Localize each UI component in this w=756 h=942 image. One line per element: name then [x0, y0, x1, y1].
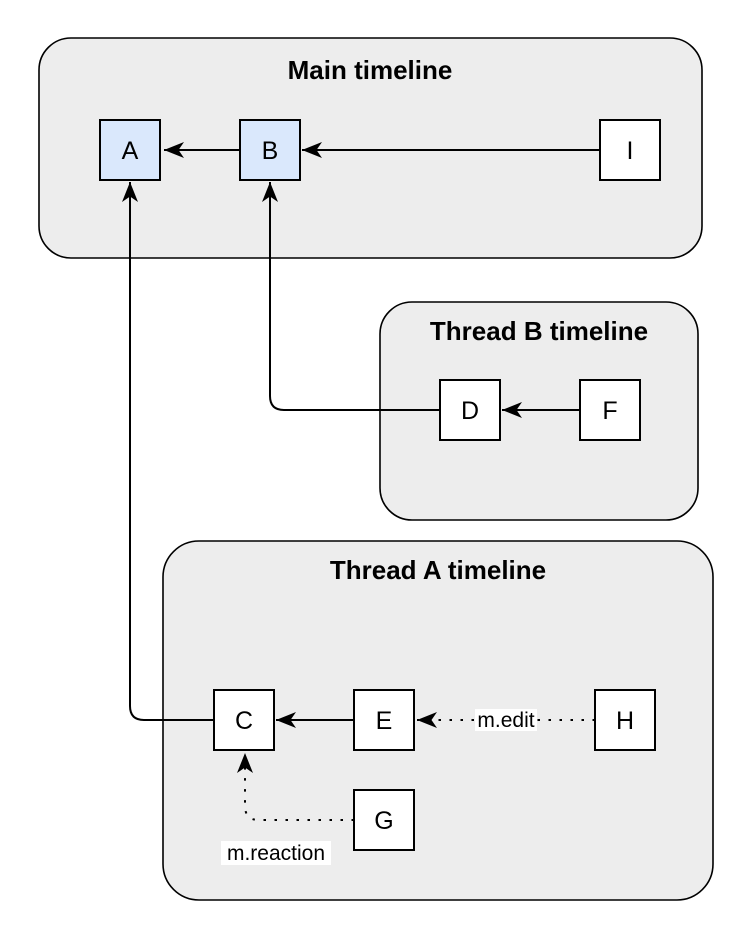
event-node-E: E: [353, 689, 415, 751]
event-node-G-label: G: [374, 807, 393, 835]
main-timeline-title: Main timeline: [288, 55, 453, 85]
event-node-D-label: D: [461, 397, 479, 425]
event-node-F: F: [579, 379, 641, 441]
edge-label-m-reaction: m.reaction: [221, 841, 331, 865]
edge-label-m-edit: m.edit: [475, 709, 537, 732]
event-node-H-label: H: [616, 707, 634, 735]
event-node-B-box: [239, 119, 301, 181]
event-node-I: I: [599, 119, 661, 181]
edge-label-m-reaction-bg: [221, 841, 331, 865]
event-node-B-label: B: [262, 137, 279, 165]
edge-C-to-A: [122, 182, 214, 721]
event-node-D: D: [439, 379, 501, 441]
edge-label-m-edit-bg: [475, 709, 537, 731]
event-node-I-label: I: [627, 137, 634, 165]
event-node-H: H: [594, 689, 656, 751]
event-node-F-box: [579, 379, 641, 441]
event-node-C-label: C: [235, 707, 253, 735]
main-timeline-container: Main timeline: [38, 37, 703, 259]
edge-label-m-reaction-text: m.reaction: [227, 842, 325, 865]
event-node-E-box: [353, 689, 415, 751]
event-node-C: C: [213, 689, 275, 751]
thread-b-timeline-title: Thread B timeline: [430, 316, 648, 346]
thread-a-timeline-title: Thread A timeline: [330, 555, 546, 585]
event-node-E-label: E: [376, 707, 393, 735]
edge-label-m-edit-text: m.edit: [477, 709, 534, 732]
edge-D-to-B: [262, 182, 440, 411]
event-node-B: B: [239, 119, 301, 181]
event-node-A-box: [99, 119, 161, 181]
event-node-D-box: [439, 379, 501, 441]
event-node-I-box: [599, 119, 661, 181]
main-timeline-box: [38, 37, 703, 259]
event-node-A: A: [99, 119, 161, 181]
event-node-A-label: A: [122, 137, 139, 165]
event-node-F-label: F: [602, 397, 617, 425]
event-node-H-box: [594, 689, 656, 751]
event-node-G: G: [353, 789, 415, 851]
event-node-G-box: [353, 789, 415, 851]
